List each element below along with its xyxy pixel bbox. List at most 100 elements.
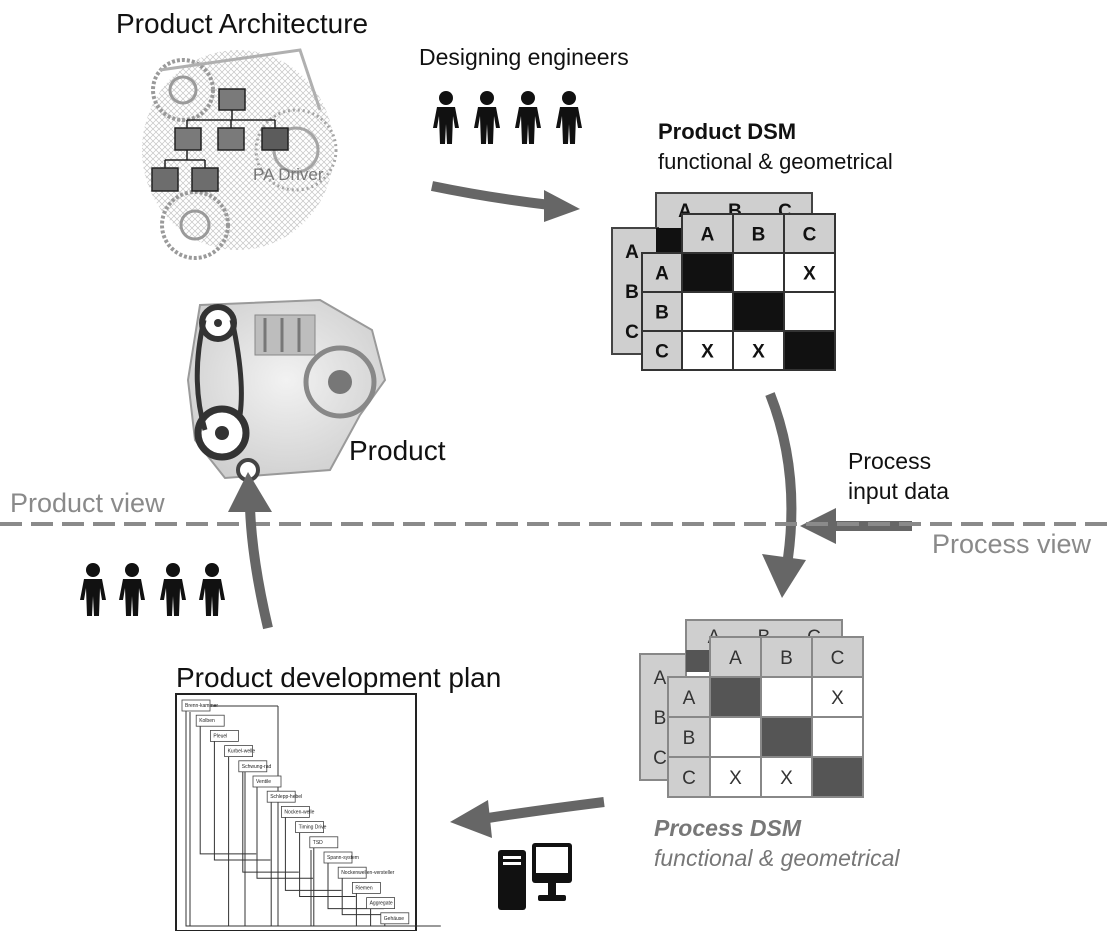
dsm-row-header: [641, 330, 683, 371]
plan-task-box: [351, 882, 381, 894]
dsm-row-header-label: B: [655, 303, 669, 324]
plan-task-label: Pleuel: [213, 733, 227, 739]
process-dsm-subtitle: functional & geometrical: [654, 845, 900, 871]
plan-task-box: [295, 821, 325, 833]
plan-task-box: [195, 714, 225, 727]
product-architecture-title: Product Architecture: [116, 8, 369, 39]
person-icon: [160, 563, 186, 616]
plan-dependency-line: [384, 923, 441, 927]
svg-text:B: B: [625, 282, 639, 303]
plan-task-label: Schwung-rad: [242, 764, 272, 770]
dsm-cell-mark: X: [803, 264, 816, 285]
plan-task-label: Ventile: [256, 779, 271, 785]
plan-task-box: [252, 775, 282, 788]
plan-task-label: Gehäuse: [384, 916, 405, 922]
dsm-cell-mark: X: [752, 342, 765, 363]
product-view-label: Product view: [10, 488, 165, 518]
dsm-cell: [811, 676, 864, 718]
plan-task-box: [323, 851, 353, 864]
person-icon: [199, 563, 225, 616]
dsm-col-header: [811, 636, 864, 678]
dsm-col-header-label: C: [803, 225, 817, 246]
dsm-cell: [709, 676, 762, 718]
dsm-cell-mark: X: [701, 342, 714, 363]
dsm-cell: [783, 330, 836, 371]
dsm-row-header-label: A: [683, 688, 696, 709]
plan-task-label: Riemen: [355, 885, 372, 891]
arrow-to-process-dsm: [762, 392, 806, 598]
plan-dependency-line: [213, 741, 271, 861]
planners-group: [80, 563, 225, 616]
plan-dependency-line: [341, 878, 399, 916]
dsm-col-header-label: A: [701, 225, 715, 246]
dsm-cell: [783, 252, 836, 293]
plan-task-label: Kurbel-welle: [228, 749, 256, 755]
product-dsm-title: Product DSM: [658, 119, 797, 144]
dsm-cell: [732, 291, 785, 332]
dsm-col-header: [681, 213, 734, 254]
plan-task-box: [238, 760, 268, 773]
plan-task-box: [266, 790, 296, 803]
process-view-label: Process view: [932, 529, 1092, 559]
svg-text:C: C: [625, 322, 639, 343]
plan-task-box: [309, 836, 339, 849]
process-input-label-line1: Process: [848, 448, 932, 474]
computer-icon: [498, 843, 572, 910]
dsm-row-header-label: C: [655, 342, 669, 363]
process-input-label-line2: input data: [848, 478, 950, 504]
dsm-row-header-label: C: [682, 768, 696, 789]
dsm-row-header-label: B: [683, 728, 696, 749]
dsm-cell: [681, 291, 734, 332]
plan-task-box: [209, 730, 239, 742]
product-label: Product: [349, 435, 446, 466]
person-icon: [119, 563, 145, 616]
plan-task-box: [380, 912, 410, 925]
plan-dependency-line: [256, 787, 313, 879]
person-icon: [556, 91, 582, 144]
dsm-cell: [760, 756, 813, 798]
plan-dependency-line: [299, 832, 356, 897]
dsm-col-header-label: B: [752, 225, 766, 246]
plan-task-label: Schlepp-hebel: [270, 794, 302, 800]
plan-dependency-line: [199, 726, 257, 855]
person-icon: [433, 91, 459, 144]
pa-driver-label: PA Driver: [253, 165, 324, 184]
engineers-group: [433, 91, 582, 144]
plan-dependency-line: [242, 771, 299, 873]
process-dsm-title: Process DSM: [654, 815, 802, 841]
dsm-cell-mark: X: [831, 688, 844, 709]
plan-task-label: Kolben: [199, 718, 215, 724]
dsm-cell: [732, 330, 785, 371]
svg-text:A: A: [625, 242, 639, 263]
dsm-cell: [811, 716, 864, 758]
plan-task-label: Nocken-welle: [284, 809, 314, 815]
dsm-cell-mark: X: [780, 768, 793, 789]
person-icon: [474, 91, 500, 144]
dsm-col-header-label: C: [831, 648, 845, 669]
plan-task-label: Nockenwellen-versteller: [341, 870, 394, 876]
plan-dependency-line: [185, 711, 242, 927]
plan-task-box: [280, 806, 310, 818]
svg-text:A: A: [654, 668, 667, 689]
plan-dependency-line: [228, 756, 285, 927]
plan-task-box: [337, 866, 367, 879]
engine-wireframe-image: [142, 48, 338, 260]
svg-text:B: B: [654, 708, 667, 729]
plan-task-box: [224, 745, 254, 757]
arrow-to-product: [228, 472, 273, 630]
engine-image: [186, 298, 387, 482]
plan-task-label: TSD: [313, 840, 323, 846]
person-icon: [80, 563, 106, 616]
designing-engineers-label: Designing engineers: [419, 44, 629, 70]
plan-task-label: Aggregate: [370, 901, 393, 907]
dsm-cell: [681, 330, 734, 371]
dsm-cell: [709, 716, 762, 758]
dsm-cell-mark: X: [729, 768, 742, 789]
plan-dependency-line: [327, 863, 384, 910]
dsm-col-header: [783, 213, 836, 254]
